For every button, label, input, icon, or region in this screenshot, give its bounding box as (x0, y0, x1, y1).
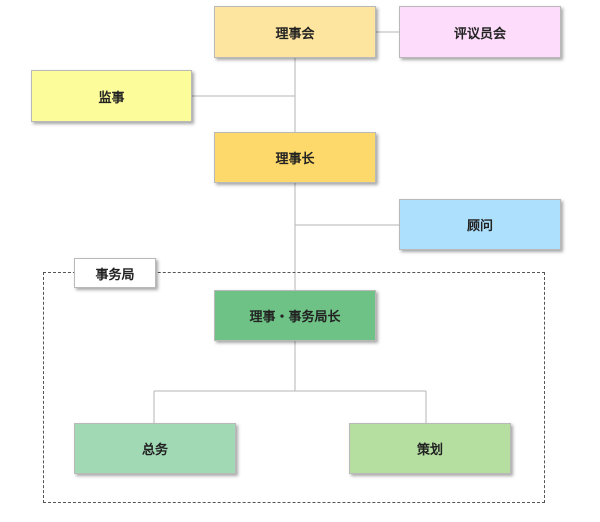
planning-node: 策划 (349, 423, 511, 474)
secretariat-group-border (43, 272, 545, 503)
secretariat-group-label: 事务局 (74, 258, 156, 288)
chairman-node: 理事长 (214, 132, 376, 183)
board-node: 理事会 (214, 6, 376, 58)
auditor-node: 监事 (31, 70, 192, 122)
director-node: 理事・事务局长 (214, 290, 376, 341)
advisor-node: 顾问 (399, 199, 561, 250)
general-affairs-node: 总务 (74, 423, 236, 474)
council-node: 评议员会 (399, 6, 561, 58)
